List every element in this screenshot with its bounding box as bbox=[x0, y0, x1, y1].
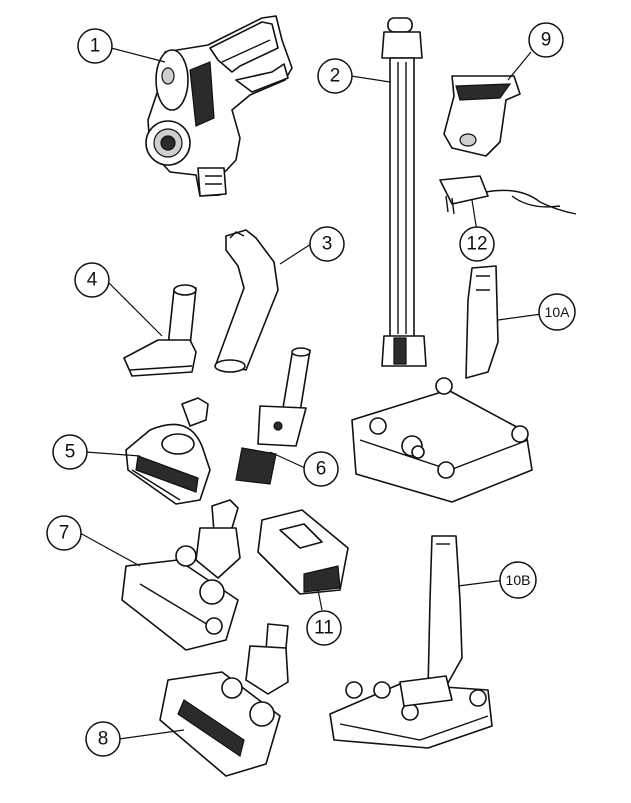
callout-label-6: 6 bbox=[316, 459, 327, 480]
mini-turbo-brush-illustration bbox=[125, 397, 211, 505]
callout-8: 8 bbox=[85, 721, 121, 757]
callout-label-10a: 10A bbox=[545, 304, 571, 320]
callout-label-3: 3 bbox=[322, 234, 333, 255]
callout-4: 4 bbox=[74, 262, 110, 298]
callout-6: 6 bbox=[303, 451, 339, 487]
battery-cover-illustration bbox=[443, 75, 521, 157]
battery-illustration bbox=[257, 509, 349, 595]
callout-12: 12 bbox=[459, 226, 495, 262]
handheld-unit-illustration bbox=[145, 15, 293, 197]
upholstery-tool-illustration bbox=[123, 284, 197, 377]
callout-label-9: 9 bbox=[541, 30, 552, 51]
floor-head-illustration bbox=[121, 499, 241, 651]
callout-label-10b: 10B bbox=[506, 572, 531, 588]
callout-label-5: 5 bbox=[65, 442, 76, 463]
charging-stand-b-illustration bbox=[329, 535, 493, 749]
dusting-brush-illustration bbox=[235, 347, 311, 485]
callout-2: 2 bbox=[317, 58, 353, 94]
extension-tube-illustration bbox=[381, 17, 427, 367]
callout-label-11: 11 bbox=[314, 618, 334, 639]
callout-1: 1 bbox=[77, 28, 113, 64]
callout-label-7: 7 bbox=[59, 523, 70, 544]
callout-leaders bbox=[79, 47, 557, 740]
charger-adapter-illustration bbox=[439, 175, 577, 215]
charging-stand-a-illustration bbox=[351, 265, 533, 503]
floor-head-alt-illustration bbox=[159, 623, 289, 777]
callout-9: 9 bbox=[528, 22, 564, 58]
callout-label-2: 2 bbox=[330, 66, 341, 87]
callout-11: 11 bbox=[306, 610, 342, 646]
curved-extension-illustration bbox=[214, 229, 279, 373]
callout-label-8: 8 bbox=[98, 729, 109, 750]
callout-label-1: 1 bbox=[90, 36, 101, 57]
callout-label-4: 4 bbox=[87, 270, 98, 291]
callout-7: 7 bbox=[46, 515, 82, 551]
callout-3: 3 bbox=[309, 226, 345, 262]
callout-label-12: 12 bbox=[466, 234, 487, 255]
callout-10b: 10B bbox=[499, 561, 537, 599]
callout-5: 5 bbox=[52, 434, 88, 470]
callout-10a: 10A bbox=[538, 293, 576, 331]
